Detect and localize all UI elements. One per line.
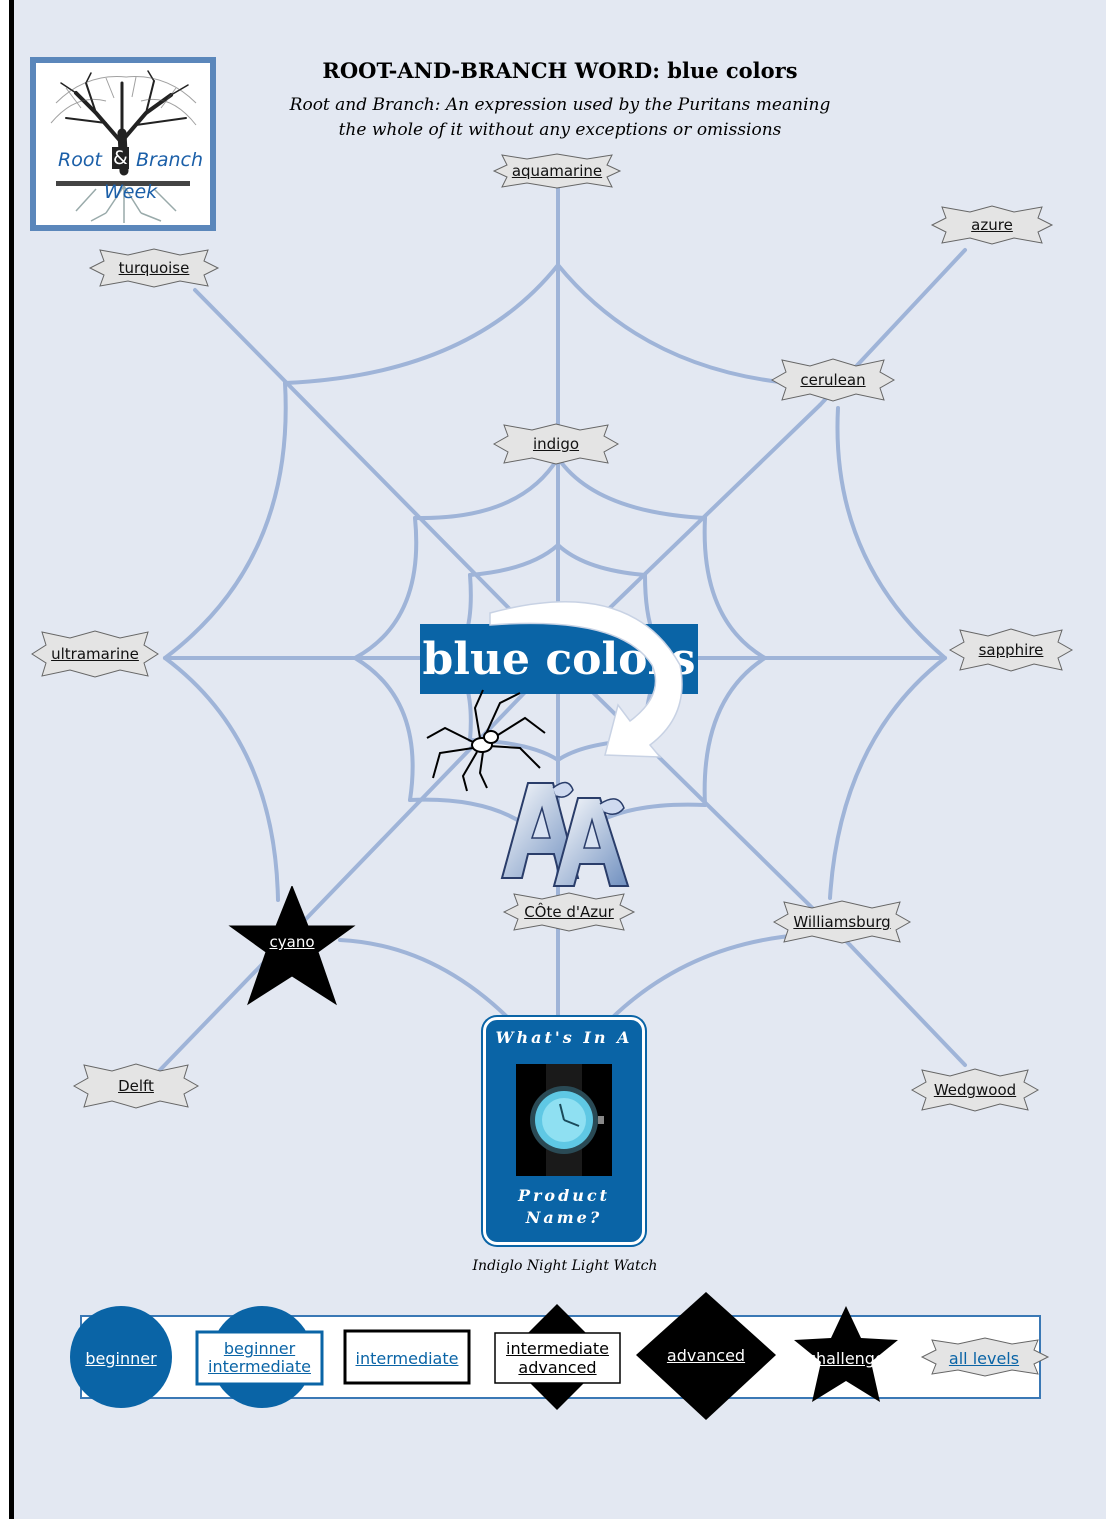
- word-indigo-link[interactable]: indigo: [532, 435, 580, 453]
- web-thread-nw: [193, 288, 560, 660]
- word-cyano[interactable]: cyano: [228, 886, 356, 1010]
- spider-icon: [426, 689, 546, 792]
- word-williamsburg-link[interactable]: Williamsburg: [793, 913, 891, 931]
- subtitle-line-2: the whole of it without any exceptions o…: [338, 120, 782, 140]
- product-card-question: Product Name?: [486, 1185, 642, 1229]
- word-azure[interactable]: azure: [930, 205, 1054, 245]
- product-name-card[interactable]: What's In A Product Name?: [483, 1017, 645, 1245]
- word-sapphire-link[interactable]: sapphire: [978, 641, 1044, 659]
- word-cote-d-azur[interactable]: CÔte d'Azur: [502, 892, 636, 932]
- logo-word-branch: Branch: [136, 149, 204, 171]
- level-beginner[interactable]: beginner: [85, 1348, 157, 1368]
- word-azure-link[interactable]: azure: [971, 216, 1013, 234]
- page-subtitle: Root and Branch: An expression used by t…: [240, 93, 880, 143]
- logo-word-root: Root: [58, 149, 102, 171]
- level-challenge[interactable]: challenge: [807, 1348, 885, 1368]
- center-word-label: blue colors: [420, 624, 698, 694]
- level-intermediate-advanced[interactable]: intermediate advanced: [497, 1335, 618, 1381]
- challenge-star-shape: [794, 1306, 898, 1402]
- web-ring-outer-n: [283, 261, 782, 385]
- all-levels-badge-shape: [920, 1337, 1050, 1377]
- watch-icon: [530, 1064, 604, 1176]
- word-wedgwood[interactable]: Wedgwood: [910, 1068, 1040, 1112]
- logo-word-week: Week: [104, 181, 158, 203]
- level-intermediate[interactable]: intermediate: [355, 1348, 459, 1368]
- web-ring-outer-sw: [163, 656, 280, 902]
- level-all-levels[interactable]: all levels: [948, 1348, 1020, 1368]
- strong-aa-icon: [500, 781, 630, 887]
- web-thread-se-outer: [848, 943, 967, 1067]
- web-ring-mid-e: [702, 516, 769, 807]
- word-turquoise[interactable]: turquoise: [88, 248, 220, 288]
- beginner-intermediate-box-shape: [195, 1330, 324, 1386]
- word-cote-d-azur-link[interactable]: CÔte d'Azur: [524, 903, 614, 921]
- left-border-line: [9, 0, 14, 1519]
- subtitle-line-1: Root and Branch: An expression used by t…: [289, 95, 831, 115]
- curved-arrow-icon: [489, 601, 683, 758]
- page-title: ROOT-AND-BRANCH WORD: blue colors: [322, 58, 798, 83]
- product-card-question-line-2: Name?: [525, 1208, 603, 1227]
- web-ring-outer-ne: [835, 406, 947, 660]
- level-beginner-intermediate-line-1: beginner: [223, 1339, 296, 1358]
- word-cerulean-link[interactable]: cerulean: [800, 371, 866, 389]
- word-wedgwood-link[interactable]: Wedgwood: [933, 1081, 1017, 1099]
- word-delft-link[interactable]: Delft: [118, 1077, 154, 1095]
- level-beginner-intermediate-line-2: intermediate: [208, 1357, 311, 1376]
- web-ring-outer-s1: [338, 938, 522, 1032]
- advanced-diamond-shape: [636, 1292, 776, 1420]
- word-aquamarine-link[interactable]: aquamarine: [511, 162, 603, 180]
- web-ring-outer-nw: [163, 381, 288, 660]
- level-advanced[interactable]: advanced: [666, 1345, 746, 1365]
- beginner-circle-shape: [70, 1306, 172, 1408]
- level-beginner-intermediate[interactable]: beginner intermediate: [199, 1335, 320, 1381]
- word-aquamarine[interactable]: aquamarine: [492, 153, 622, 189]
- logo-ampersand: &: [112, 147, 129, 169]
- word-williamsburg[interactable]: Williamsburg: [772, 900, 912, 944]
- intermediate-advanced-box-shape: [494, 1332, 621, 1384]
- word-ultramarine-link[interactable]: ultramarine: [51, 645, 139, 663]
- word-turquoise-link[interactable]: turquoise: [118, 259, 190, 277]
- word-cyano-link[interactable]: cyano: [269, 933, 315, 951]
- web-ring-outer-s2: [598, 933, 802, 1032]
- word-indigo[interactable]: indigo: [492, 423, 620, 465]
- left-margin: [0, 0, 9, 1519]
- word-cerulean[interactable]: cerulean: [770, 358, 896, 402]
- level-intermediate-advanced-line-1: intermediate: [506, 1339, 609, 1358]
- product-caption: Indiglo Night Light Watch: [472, 1258, 658, 1274]
- word-ultramarine[interactable]: ultramarine: [30, 630, 160, 678]
- root-and-branch-week-logo[interactable]: Root & Branch Week: [30, 57, 216, 231]
- watch-image: [516, 1064, 612, 1176]
- web-ring-inner-n: [468, 542, 647, 577]
- intermediate-box-shape: [343, 1329, 471, 1385]
- product-card-question-line-1: Product: [517, 1186, 611, 1205]
- word-sapphire[interactable]: sapphire: [948, 628, 1074, 672]
- web-ring-mid-w: [350, 516, 419, 802]
- web-thread-sw: [158, 656, 560, 1072]
- product-card-heading: What's In A: [495, 1028, 633, 1047]
- web-ring-outer-se: [828, 656, 947, 900]
- level-intermediate-advanced-line-2: advanced: [518, 1358, 597, 1377]
- word-delft[interactable]: Delft: [72, 1063, 200, 1109]
